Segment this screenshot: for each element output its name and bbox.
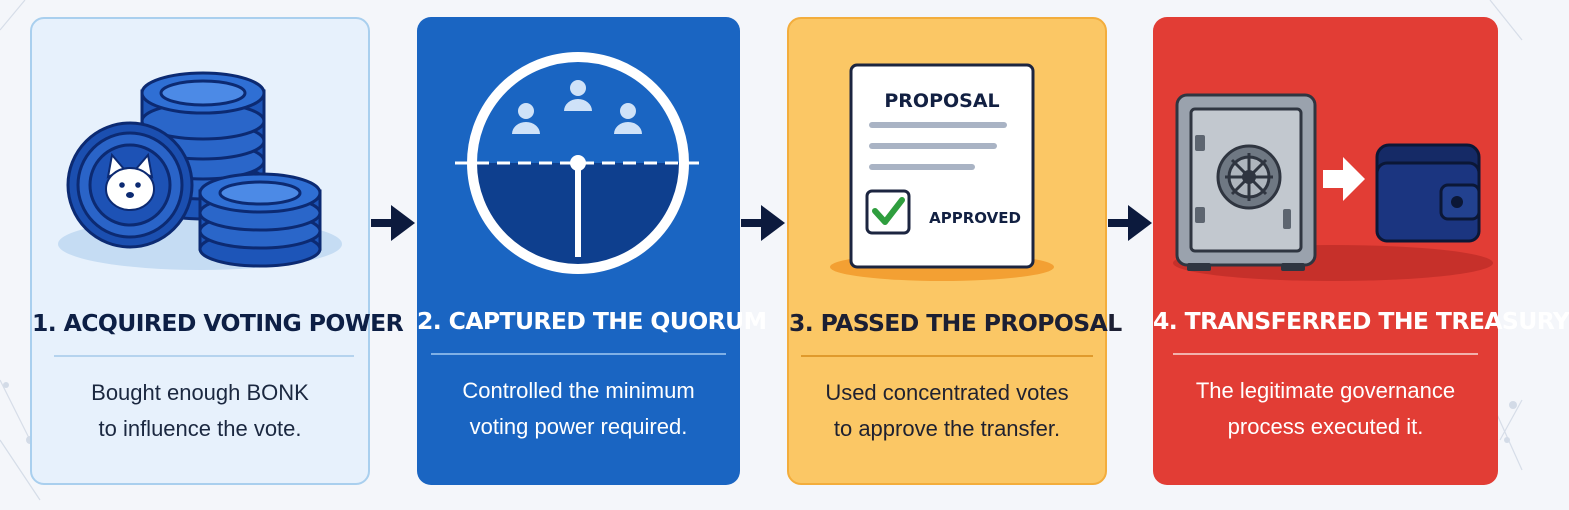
description-line: process executed it. [1227,414,1424,439]
divider [1173,353,1478,355]
divider [54,355,354,357]
description-line: Controlled the minimum [462,378,695,403]
description-line: to approve the transfer. [833,416,1061,441]
divider [431,353,726,355]
description-line: Used concentrated votes [825,380,1069,405]
arrow-right-icon [741,205,785,241]
proposal-heading: PROPOSAL [884,90,999,112]
step-card-3: PROPOSAL APPROVED 3. PASSED THE PROPOSAL… [787,17,1122,485]
step-description: Used concentrated votes to approve the t… [789,375,1105,447]
step-title: 1. ACQUIRED VOTING POWER [32,309,404,337]
vault-to-wallet-icon [1173,93,1493,281]
network-background [0,0,1523,501]
arrow-right-icon [371,205,415,241]
coin-stacks-icon [58,71,342,270]
description-line: voting power required. [469,414,688,439]
step-title: 3. PASSED THE PROPOSAL [789,309,1122,337]
step-card-4: 4. TRANSFERRED THE TREASURY The legitima… [1153,17,1569,485]
step-card-2: 2. CAPTURED THE QUORUM Controlled the mi… [417,17,767,485]
step-description: The legitimate governance process execut… [1153,373,1498,445]
divider [801,355,1093,357]
approved-label: APPROVED [929,209,1021,227]
description-line: to influence the vote. [98,416,302,441]
description-line: The legitimate governance [1195,378,1456,403]
step-card-1: 1. ACQUIRED VOTING POWER Bought enough B… [30,17,404,485]
step-title: 4. TRANSFERRED THE TREASURY [1153,307,1569,335]
quorum-gauge-icon [455,52,702,274]
step-title: 2. CAPTURED THE QUORUM [417,307,767,335]
step-description: Controlled the minimum voting power requ… [417,373,740,445]
step-description: Bought enough BONK to influence the vote… [32,375,368,447]
approved-proposal-icon: PROPOSAL APPROVED [830,63,1054,281]
arrow-right-icon [1108,205,1152,241]
description-line: Bought enough BONK [91,380,309,405]
